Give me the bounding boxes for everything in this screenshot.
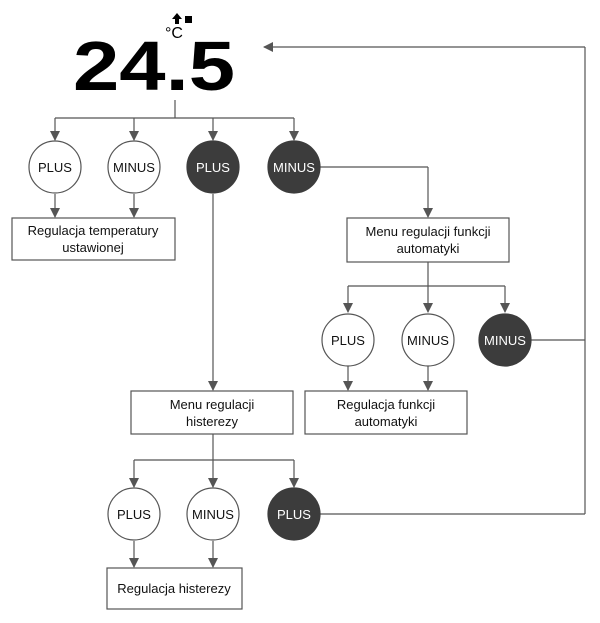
svg-text:Menu regulacji funkcji: Menu regulacji funkcji bbox=[365, 224, 490, 239]
svg-text:PLUS: PLUS bbox=[331, 333, 365, 348]
long-press-plus-button[interactable]: PLUS bbox=[186, 140, 240, 194]
auto-function-regulation-box: Regulacja funkcji automatyki bbox=[304, 390, 468, 435]
set-temperature-box: Regulacja temperatury ustawionej bbox=[11, 217, 176, 261]
long-press-minus-button[interactable]: MINUS bbox=[267, 140, 321, 194]
hysteresis-regulation-box: Regulacja histerezy bbox=[106, 567, 243, 610]
svg-text:MINUS: MINUS bbox=[273, 160, 315, 175]
svg-text:MINUS: MINUS bbox=[192, 507, 234, 522]
svg-text:PLUS: PLUS bbox=[277, 507, 311, 522]
svg-text:Regulacja histerezy: Regulacja histerezy bbox=[117, 581, 231, 596]
svg-text:automatyki: automatyki bbox=[355, 414, 418, 429]
svg-text:MINUS: MINUS bbox=[407, 333, 449, 348]
svg-text:Regulacja funkcji: Regulacja funkcji bbox=[337, 397, 435, 412]
temperature-unit: °C bbox=[165, 25, 183, 42]
plus-button[interactable]: PLUS bbox=[28, 140, 82, 194]
hysteresis-plus-button[interactable]: PLUS bbox=[107, 487, 161, 541]
auto-long-press-minus-button[interactable]: MINUS bbox=[478, 313, 532, 367]
svg-text:PLUS: PLUS bbox=[117, 507, 151, 522]
svg-text:histerezy: histerezy bbox=[186, 414, 239, 429]
auto-minus-button[interactable]: MINUS bbox=[401, 313, 455, 367]
auto-function-menu-box: Menu regulacji funkcji automatyki bbox=[346, 217, 510, 263]
arrow-up-icon bbox=[172, 13, 182, 24]
hysteresis-menu-box: Menu regulacji histerezy bbox=[130, 390, 294, 435]
hysteresis-minus-button[interactable]: MINUS bbox=[186, 487, 240, 541]
svg-text:PLUS: PLUS bbox=[38, 160, 72, 175]
svg-text:MINUS: MINUS bbox=[113, 160, 155, 175]
lcd-display: 24.5 °C bbox=[73, 13, 235, 105]
auto-plus-button[interactable]: PLUS bbox=[321, 313, 375, 367]
svg-text:ustawionej: ustawionej bbox=[62, 240, 124, 255]
hysteresis-long-press-plus-button[interactable]: PLUS bbox=[267, 487, 321, 541]
svg-text:automatyki: automatyki bbox=[397, 241, 460, 256]
svg-text:Menu regulacji: Menu regulacji bbox=[170, 397, 255, 412]
svg-text:Regulacja temperatury: Regulacja temperatury bbox=[28, 223, 159, 238]
temperature-readout: 24.5 bbox=[73, 27, 235, 105]
square-indicator-icon bbox=[185, 16, 192, 23]
minus-button[interactable]: MINUS bbox=[107, 140, 161, 194]
svg-text:MINUS: MINUS bbox=[484, 333, 526, 348]
connectors bbox=[50, 42, 586, 568]
svg-text:PLUS: PLUS bbox=[196, 160, 230, 175]
